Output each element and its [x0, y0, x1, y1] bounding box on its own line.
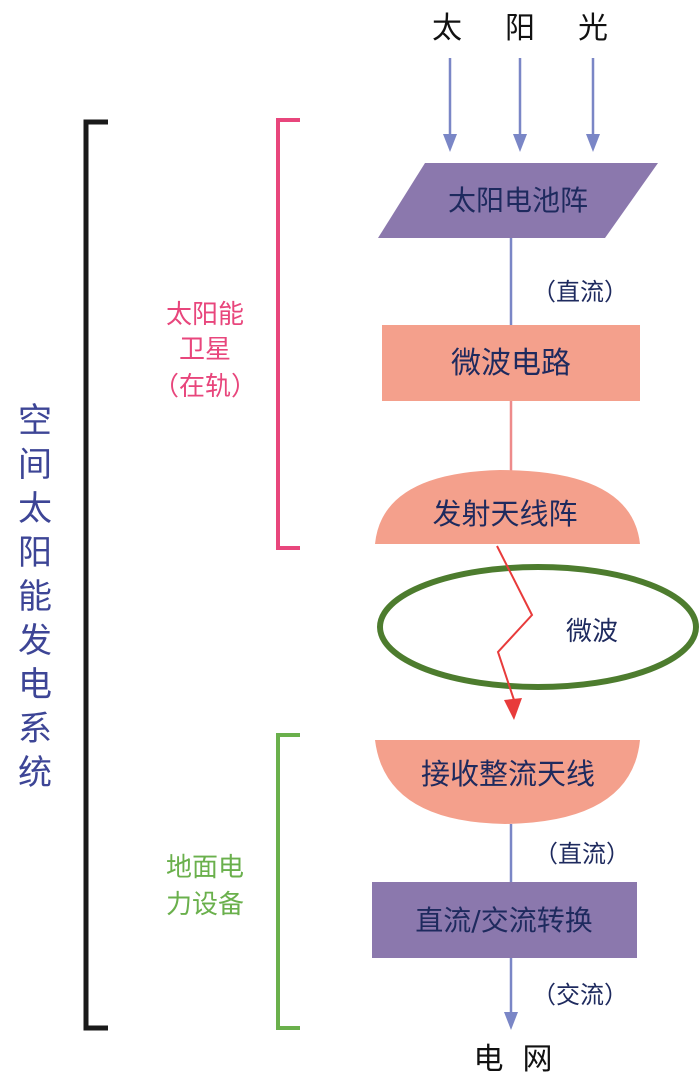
- microwave-beam-arrowhead: [504, 698, 522, 720]
- dc-label-2: （直流）: [534, 840, 630, 868]
- ac-label: （交流）: [532, 981, 628, 1009]
- system-label-char: 间: [18, 445, 52, 485]
- system-label-char: 电: [18, 665, 52, 705]
- ground-label-line-2: 力设备: [166, 890, 244, 920]
- solar-array-shape: [378, 163, 658, 238]
- system-label-char: 发: [18, 621, 52, 661]
- ac-arrowhead: [504, 1012, 518, 1030]
- microwave-beam: [496, 545, 534, 701]
- satellite-label-line-3: （在轨）: [153, 372, 257, 402]
- transmit-antenna-shape: [375, 470, 640, 544]
- system-label-char: 能: [18, 577, 52, 617]
- system-label-char: 系: [18, 709, 52, 749]
- receive-antenna-label: 接收整流天线: [421, 757, 595, 791]
- microwave-circuit-label: 微波电路: [451, 346, 571, 381]
- satellite-label-line-1: 太阳能: [166, 300, 244, 330]
- solar-array-label: 太阳电池阵: [448, 184, 588, 217]
- system-label: 空 间 太 阳 能 发 电 系 统: [18, 401, 52, 793]
- transmit-antenna-label: 发射天线阵: [432, 497, 577, 531]
- sunlight-char-2: 阳: [505, 11, 535, 46]
- sunlight-char-3: 光: [578, 11, 608, 46]
- system-bracket: [83, 119, 108, 1031]
- dc-label-1: （直流）: [532, 278, 628, 306]
- satellite-label-line-2: 卫星: [179, 335, 231, 365]
- microwave-ellipse: [377, 564, 699, 690]
- sunlight-char-1: 太: [432, 11, 462, 46]
- converter-box: [372, 882, 637, 958]
- ground-label-line-1: 地面电: [166, 853, 244, 883]
- receive-antenna-shape: [375, 740, 640, 824]
- system-label-char: 统: [18, 753, 52, 793]
- converter-label: 直流/交流转换: [415, 904, 592, 937]
- system-label-char: 空: [18, 401, 52, 441]
- microwave-circuit-box: [382, 325, 640, 401]
- system-label-char: 太: [18, 489, 52, 529]
- microwave-label: 微波: [566, 617, 618, 647]
- grid-label: 电 网: [473, 1042, 552, 1077]
- ground-bracket: [276, 733, 300, 1030]
- system-label-char: 阳: [18, 533, 52, 573]
- satellite-bracket: [276, 118, 300, 550]
- sunlight-arrows: [443, 58, 600, 152]
